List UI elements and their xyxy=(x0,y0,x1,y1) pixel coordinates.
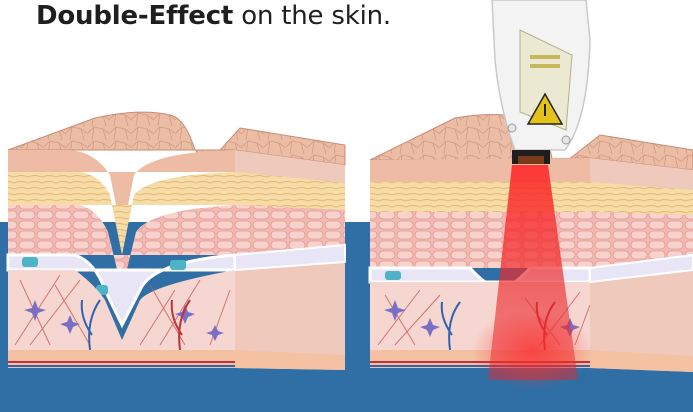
epidermis-front xyxy=(370,158,590,182)
fat-layer-front xyxy=(370,182,590,212)
basal-cell-teal xyxy=(385,271,401,280)
skin-block-after-laser xyxy=(370,0,693,390)
basal-cell-teal xyxy=(170,260,186,270)
basal-cell-teal xyxy=(22,257,38,267)
skin-block-before xyxy=(8,112,345,370)
laser-glow xyxy=(472,310,592,390)
